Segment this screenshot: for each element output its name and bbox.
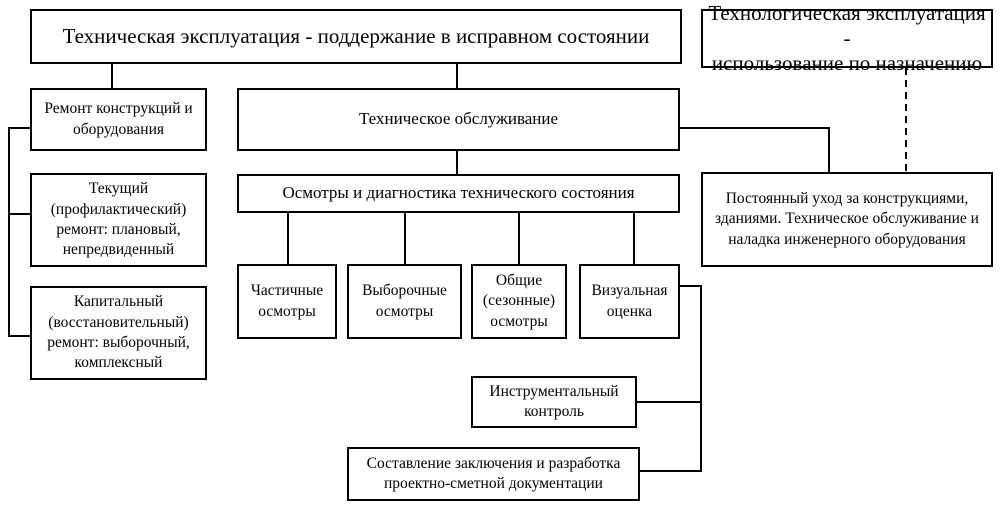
node-instrumental-control: Инструментальный контроль xyxy=(471,376,637,428)
node-instrumental-control-label: Инструментальный контроль xyxy=(489,382,619,420)
connector-visual-to-conclusion xyxy=(639,285,702,472)
node-conclusion: Составление заключения и разработка прое… xyxy=(347,447,640,501)
node-maintenance-label: Техническое обслуживание xyxy=(358,109,559,129)
node-inspections-label: Осмотры и диагностика технического состо… xyxy=(282,183,635,203)
node-capital-repair: Капитальный (восстановительный) ремонт: … xyxy=(30,286,207,380)
node-technological-exploitation-label: Технологическая эксплуатация - использов… xyxy=(708,1,986,75)
node-tech-exploitation: Техническая эксплуатация - поддержание в… xyxy=(30,9,682,64)
node-partial-inspections-label: Частичные осмотры xyxy=(250,282,324,320)
node-selective-inspections-label: Выборочные осмотры xyxy=(362,282,447,320)
node-inspections: Осмотры и диагностика технического состо… xyxy=(237,174,680,213)
node-tech-exploitation-label: Техническая эксплуатация - поддержание в… xyxy=(62,23,650,48)
node-constant-care: Постоянный уход за конструкциями, здания… xyxy=(701,172,993,267)
node-visual-assessment: Визуальная оценка xyxy=(579,264,680,339)
node-maintenance: Техническое обслуживание xyxy=(237,88,680,151)
node-current-repair-label: Текущий (профилактический) ремонт: плано… xyxy=(50,180,187,259)
node-current-repair: Текущий (профилактический) ремонт: плано… xyxy=(30,173,207,267)
node-capital-repair-label: Капитальный (восстановительный) ремонт: … xyxy=(47,293,190,372)
node-repair-label: Ремонт конструкций и оборудования xyxy=(44,100,193,138)
node-partial-inspections: Частичные осмотры xyxy=(237,264,337,339)
node-general-inspections-label: Общие (сезонные) осмотры xyxy=(482,271,556,330)
node-technological-exploitation: Технологическая эксплуатация - использов… xyxy=(701,1,993,75)
node-constant-care-label: Постоянный уход за конструкциями, здания… xyxy=(715,189,979,248)
node-general-inspections: Общие (сезонные) осмотры xyxy=(471,264,567,339)
connector-repair-bracket xyxy=(8,127,30,337)
node-repair: Ремонт конструкций и оборудования xyxy=(30,88,207,151)
node-selective-inspections: Выборочные осмотры xyxy=(347,264,462,339)
node-conclusion-label: Составление заключения и разработка прое… xyxy=(366,454,621,492)
connector-maintenance-to-care xyxy=(679,127,830,173)
node-visual-assessment-label: Визуальная оценка xyxy=(591,282,668,320)
